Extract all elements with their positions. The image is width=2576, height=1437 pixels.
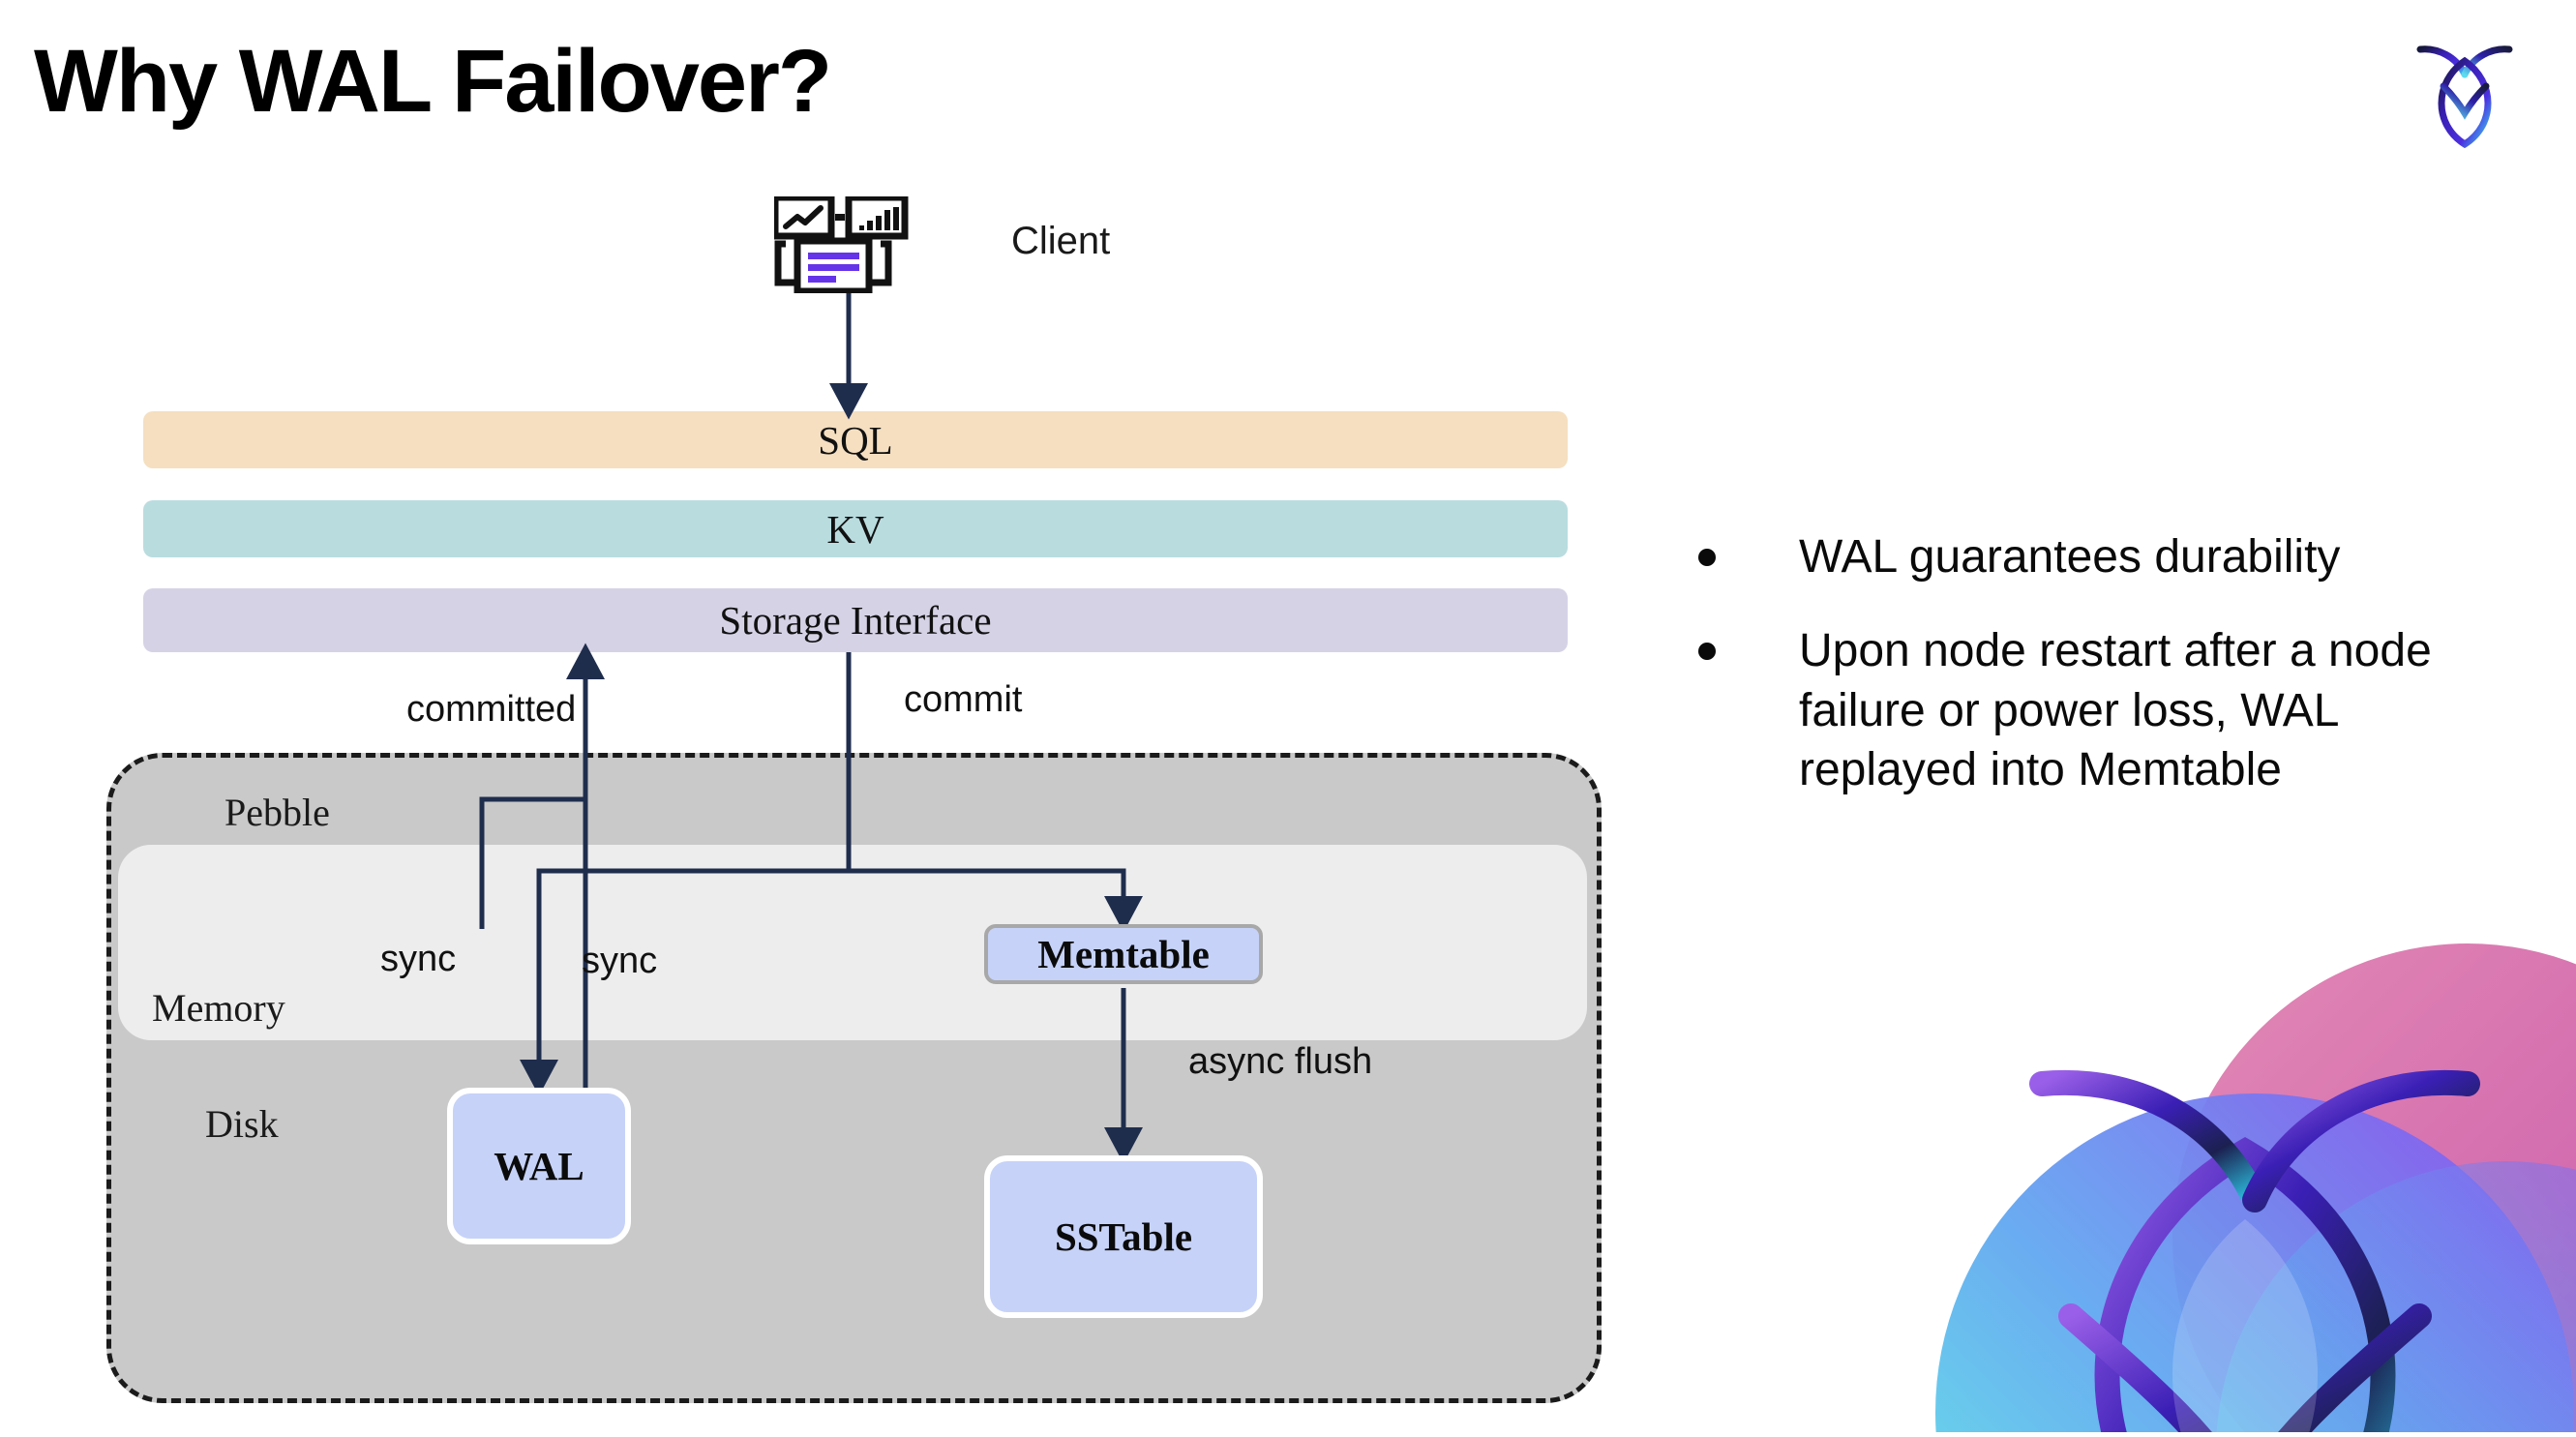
- edge-label-sync-right: sync: [582, 941, 658, 981]
- component-memtable: Memtable: [984, 924, 1263, 984]
- edge-label-committed: committed: [406, 689, 577, 730]
- component-wal: WAL: [447, 1088, 631, 1244]
- stack-layer-storage-interface-label: Storage Interface: [719, 598, 992, 643]
- edge-label-async-flush: async flush: [1188, 1041, 1373, 1082]
- component-wal-label: WAL: [494, 1144, 584, 1188]
- bullet-dot-icon: [1698, 549, 1716, 566]
- diagram-arrows: [479, 293, 1143, 1164]
- cockroachdb-logo: [2407, 32, 2523, 149]
- memory-region-label: Memory: [152, 986, 285, 1030]
- component-memtable-label: Memtable: [1037, 932, 1210, 976]
- stack-layer-kv: KV: [143, 500, 1568, 557]
- list-item: Upon node restart after a node failure o…: [1698, 621, 2511, 799]
- component-sstable-label: SSTable: [1054, 1214, 1193, 1259]
- bullet-text: Upon node restart after a node failure o…: [1799, 625, 2432, 796]
- edge-label-commit: commit: [904, 679, 1023, 720]
- edge-label-sync-left: sync: [380, 939, 457, 979]
- list-item: WAL guarantees durability: [1698, 527, 2511, 586]
- bullet-dot-icon: [1698, 643, 1716, 661]
- memory-region: [118, 845, 1587, 1040]
- stack-layer-storage-interface: Storage Interface: [143, 588, 1568, 652]
- component-sstable: SSTable: [984, 1155, 1263, 1318]
- stack-layer-sql-label: SQL: [818, 417, 893, 463]
- stack-layer-sql: SQL: [143, 411, 1568, 468]
- pebble-label: Pebble: [225, 791, 330, 834]
- disk-region-label: Disk: [205, 1102, 279, 1146]
- page-title: Why WAL Failover?: [34, 32, 832, 131]
- stack-layer-kv-label: KV: [826, 506, 884, 552]
- client-label: Client: [1011, 220, 1111, 262]
- bullet-text: WAL guarantees durability: [1799, 531, 2341, 583]
- decorative-logo-artwork: [1926, 910, 2576, 1432]
- bullet-list: WAL guarantees durability Upon node rest…: [1698, 527, 2511, 835]
- client-dashboard-icon: [771, 194, 924, 295]
